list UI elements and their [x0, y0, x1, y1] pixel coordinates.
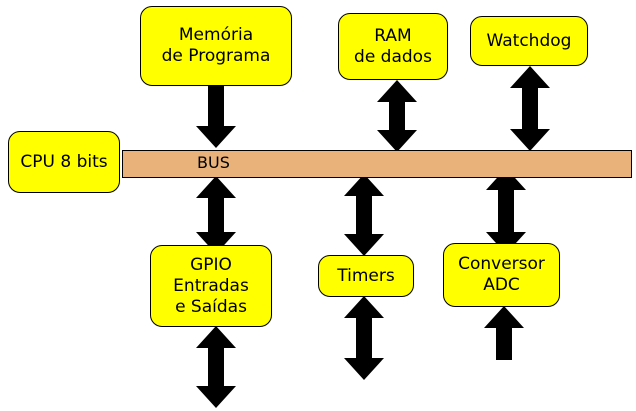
program-memory-to-bus-arrow — [196, 86, 236, 148]
ram-label: RAM de dados — [354, 25, 432, 67]
timers-external-arrow-shape — [344, 296, 384, 380]
ram-block: RAM de dados — [338, 13, 448, 80]
gpio-external-arrow — [196, 326, 236, 408]
gpio-label: GPIO Entradas e Saídas — [173, 254, 249, 317]
program-memory-block: Memória de Programa — [140, 6, 292, 86]
bus-bar — [122, 150, 632, 178]
bus-timers-arrow — [344, 174, 384, 256]
timers-label: Timers — [337, 265, 395, 286]
ram-bus-arrow-shape — [377, 80, 417, 152]
program-memory-to-bus-arrow-shape — [196, 86, 236, 148]
program-memory-label: Memória de Programa — [161, 25, 271, 66]
gpio-external-arrow-shape — [196, 326, 236, 408]
adc-label: Conversor ADC — [458, 254, 545, 295]
ram-bus-arrow — [377, 80, 417, 152]
adc-block: Conversor ADC — [443, 243, 560, 307]
timers-external-arrow — [344, 296, 384, 380]
watchdog-bus-arrow — [510, 66, 550, 151]
bus-timers-arrow-shape — [344, 174, 384, 256]
adc-input-arrow-shape — [484, 306, 524, 360]
gpio-block: GPIO Entradas e Saídas — [150, 245, 272, 327]
watchdog-bus-arrow-shape — [510, 66, 550, 151]
adc-input-arrow — [484, 306, 524, 360]
timers-block: Timers — [318, 255, 414, 297]
bus-gpio-arrow — [196, 176, 236, 254]
cpu-label: CPU 8 bits — [20, 151, 108, 172]
bus-gpio-arrow-shape — [196, 176, 236, 254]
bus-adc-arrow-shape — [486, 168, 526, 254]
watchdog-block: Watchdog — [470, 16, 588, 66]
cpu-block: CPU 8 bits — [8, 131, 120, 193]
watchdog-label: Watchdog — [486, 30, 572, 51]
bus-adc-arrow — [486, 168, 526, 254]
bus-label: BUS — [197, 153, 230, 172]
